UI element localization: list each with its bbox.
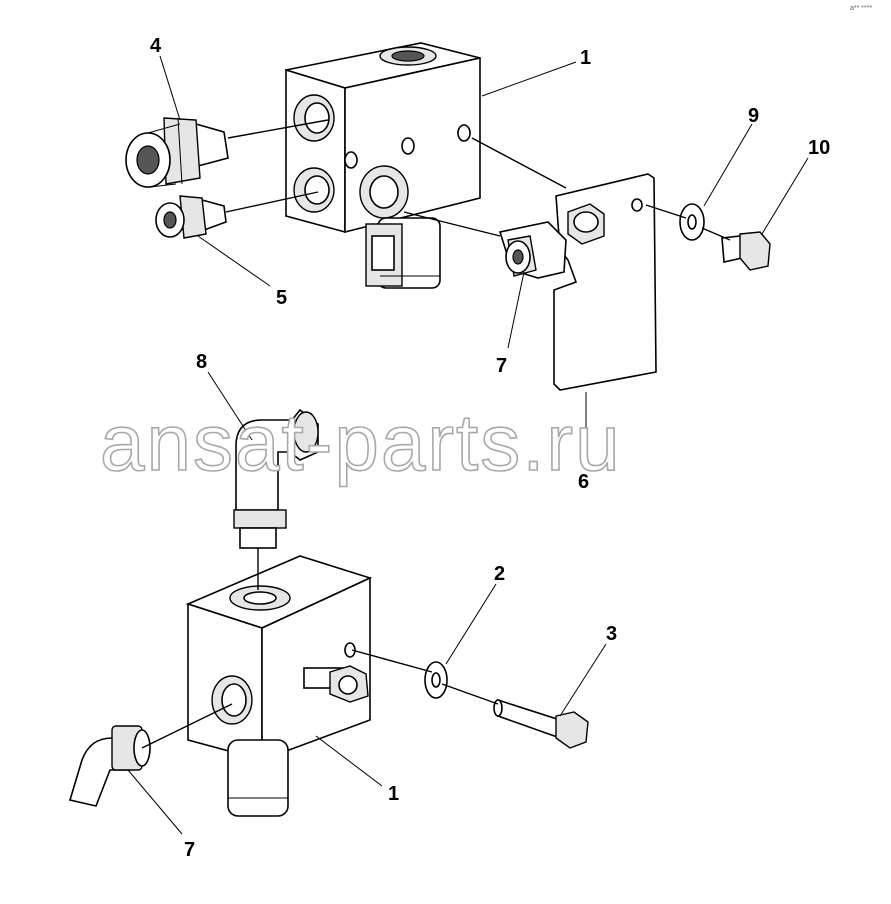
corner-mark: a** **** [850,5,872,12]
callout-7-top: 7 [496,355,507,377]
valve-block-bottom [185,555,373,817]
callout-3: 3 [606,623,617,645]
callout-4: 4 [150,35,162,57]
callout-9: 9 [748,105,759,127]
elbow-fitting-7-top [498,221,567,279]
callout-6: 6 [578,471,589,493]
bracket-bolt [567,203,605,245]
callout-2: 2 [494,563,505,585]
fitting-5 [155,195,227,239]
callout-7-bottom: 7 [184,839,195,861]
callout-8: 8 [196,351,207,373]
bracket-6 [553,173,657,391]
callout-10: 10 [808,137,830,159]
valve-block-top [285,42,481,289]
washer-2 [424,661,448,699]
bolt-3 [493,698,589,749]
callout-1-top: 1 [580,47,591,69]
washer-9 [679,203,705,241]
watermark-text: ansat-parts.ru [100,398,622,487]
callout-1-bottom: 1 [388,783,399,805]
assembly-lines [127,55,809,835]
bolt-10 [721,231,771,271]
elbow-fitting-8 [233,408,319,549]
elbow-fitting-7-bottom [68,725,151,807]
callout-5: 5 [276,287,287,309]
fitting-4 [125,117,229,188]
